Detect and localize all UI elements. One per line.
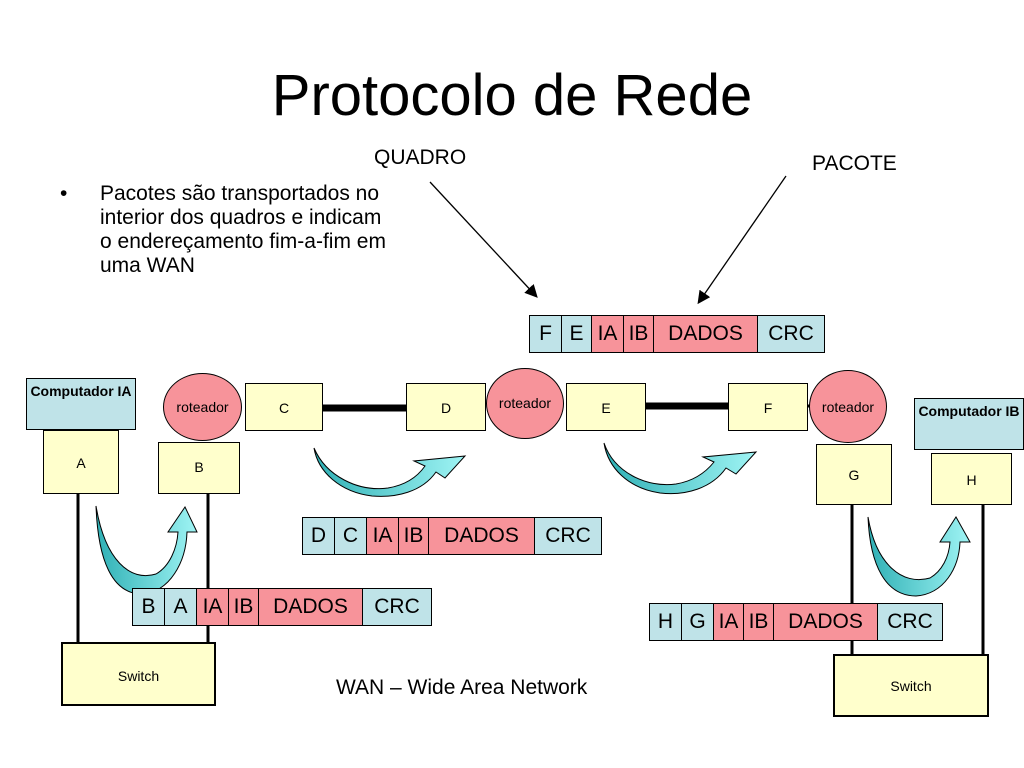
frame-cell: B xyxy=(133,589,165,625)
pacote-pointer-line xyxy=(697,175,787,305)
interface-c: C xyxy=(245,383,323,431)
interface-g: G xyxy=(816,444,892,505)
frame-right: H G IA IB DADOS CRC xyxy=(649,603,943,641)
switch-left: Switch xyxy=(61,642,216,706)
frame-cell: IA xyxy=(714,604,744,640)
quadro-label: QUADRO xyxy=(374,146,467,169)
frame-cell: IB xyxy=(229,589,259,625)
page-title: Protocolo de Rede xyxy=(271,63,753,128)
frame-cell: A xyxy=(165,589,197,625)
frame-cell: CRC xyxy=(758,316,824,352)
frame-cell: F xyxy=(530,316,562,352)
interface-f: F xyxy=(728,383,808,431)
frame-cell: DADOS xyxy=(654,316,758,352)
frame-cell: IA xyxy=(592,316,624,352)
quadro-pointer-line xyxy=(429,181,538,298)
curved-arrow-middle-icon xyxy=(313,447,467,497)
interface-d: D xyxy=(406,383,486,431)
frame-top: F E IA IB DADOS CRC xyxy=(529,315,825,353)
interface-e: E xyxy=(566,383,646,431)
pacote-label: PACOTE xyxy=(812,152,897,175)
frame-cell: DADOS xyxy=(429,518,535,554)
curved-arrow-left-icon xyxy=(95,505,198,595)
interface-b: B xyxy=(158,442,240,494)
frame-cell: IA xyxy=(367,518,399,554)
frame-cell: DADOS xyxy=(774,604,878,640)
computer-ib: Computador IB xyxy=(914,398,1024,450)
router-left: roteador xyxy=(163,373,242,441)
bullet-text: Pacotes são transportados no interior do… xyxy=(100,182,386,277)
frame-cell: DADOS xyxy=(259,589,363,625)
wan-label: WAN – Wide Area Network xyxy=(336,676,588,699)
interface-h: H xyxy=(931,453,1012,505)
frame-cell: IB xyxy=(744,604,774,640)
frame-cell: CRC xyxy=(363,589,431,625)
frame-cell: G xyxy=(682,604,714,640)
interface-a: A xyxy=(43,430,119,494)
router-right: roteador xyxy=(809,370,887,443)
curved-arrow-right-top-icon xyxy=(603,442,758,495)
frame-left: B A IA IB DADOS CRC xyxy=(132,588,432,626)
frame-cell: E xyxy=(562,316,592,352)
frame-cell: IB xyxy=(624,316,654,352)
frame-cell: D xyxy=(303,518,335,554)
frame-cell: IB xyxy=(399,518,429,554)
switch-right: Switch xyxy=(833,654,989,717)
computer-ia: Computador IA xyxy=(26,378,136,430)
router-middle: roteador xyxy=(486,368,564,439)
frame-cell: H xyxy=(650,604,682,640)
frame-middle: D C IA IB DADOS CRC xyxy=(302,517,602,555)
bullet-marker: • xyxy=(60,182,68,205)
curved-arrow-right-icon xyxy=(867,516,971,597)
frame-cell: IA xyxy=(197,589,229,625)
frame-cell: C xyxy=(335,518,367,554)
frame-cell: CRC xyxy=(878,604,942,640)
frame-cell: CRC xyxy=(535,518,601,554)
